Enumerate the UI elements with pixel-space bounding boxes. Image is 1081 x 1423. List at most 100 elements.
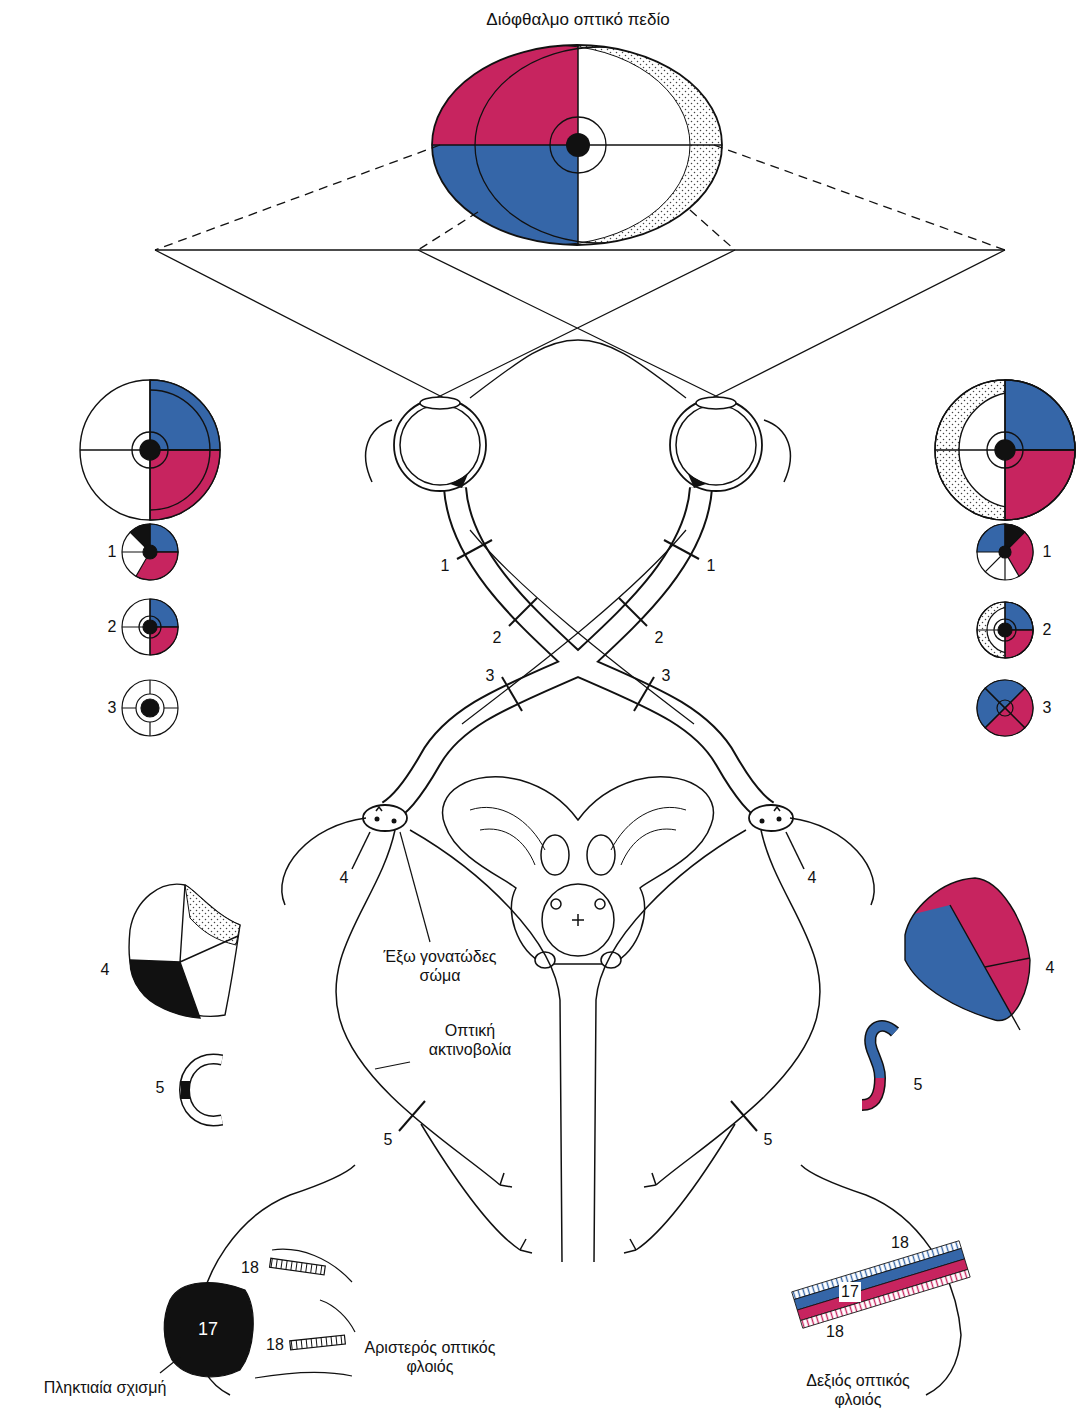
- field-defect-circle: [987, 432, 1023, 468]
- field-defect-circle: [935, 380, 1075, 520]
- callout-number: 18: [264, 1335, 286, 1354]
- callout-number: 5: [382, 1130, 395, 1149]
- optic-nerve-tube: [578, 488, 768, 812]
- binocular-field: [566, 133, 590, 157]
- callout-number: 4: [1044, 958, 1057, 977]
- region-label: Πληκτιαία σχισμή: [42, 1378, 169, 1397]
- lgn-defect-shape: [180, 885, 238, 962]
- field-defect-circle: [985, 688, 1025, 728]
- field-defect-circle: [935, 380, 1075, 520]
- field-defect-circle: [977, 680, 1033, 736]
- left-visual-cortex: [290, 1335, 346, 1350]
- midbrain-section: [542, 884, 614, 956]
- callout-number: 3: [660, 666, 673, 685]
- left-visual-cortex: [164, 1249, 355, 1378]
- callout-number: 18: [889, 1233, 911, 1252]
- callout-number: 5: [154, 1078, 167, 1097]
- field-defect-circle: [143, 545, 157, 559]
- field-defect-circle: [132, 432, 168, 468]
- binocular-field: [414, 40, 740, 255]
- binocular-field: [550, 117, 606, 173]
- callout-number: 1: [439, 556, 452, 575]
- crossing-fibers: [470, 530, 694, 724]
- callout-number: 5: [762, 1130, 775, 1149]
- region-label: Δεξιός οπτικός φλοιός: [791, 1371, 925, 1409]
- field-defect-circle: [80, 380, 220, 520]
- optic-nerve-tube: [388, 488, 578, 812]
- midbrain-section: [572, 914, 584, 926]
- callout-number: 2: [653, 628, 666, 647]
- lgn-defect-shape: [890, 870, 1040, 1030]
- projection-lines: [155, 250, 1005, 400]
- callout-number: 3: [484, 666, 497, 685]
- radiation-defect-arc: [181, 1081, 190, 1099]
- region-label: Έξω γονατώδες σώμα: [368, 947, 512, 985]
- field-defect-circle: [1005, 450, 1075, 520]
- field-defect-circle: [977, 602, 1033, 658]
- callout-number: 2: [106, 617, 119, 636]
- binocular-field: [432, 45, 722, 245]
- leader-line: [160, 1357, 180, 1373]
- field-defect-circle: [977, 602, 1033, 658]
- lgn-defect-shape: [185, 885, 240, 945]
- left-visual-cortex: [164, 1283, 253, 1377]
- field-defect-circle: [139, 616, 161, 638]
- field-defect-circle: [136, 552, 178, 580]
- callout-number: 1: [705, 556, 718, 575]
- field-defect-circle: [143, 620, 157, 634]
- field-defect-circle: [140, 440, 160, 460]
- right-visual-cortex: [792, 1241, 970, 1329]
- field-defect-circle: [122, 680, 178, 736]
- callout-number: 17: [839, 1282, 861, 1301]
- callout-number: 2: [491, 628, 504, 647]
- field-defect-circle: [998, 623, 1012, 637]
- field-defect-circle: [122, 680, 178, 736]
- field-defect-circle: [141, 699, 159, 717]
- midbrain-section: [470, 807, 686, 865]
- projection-lines: [470, 340, 686, 398]
- field-defect-circle: [80, 380, 220, 520]
- field-defect-circle: [935, 380, 1075, 520]
- radiation-defect-arc: [185, 1059, 223, 1121]
- leader-line: [375, 1062, 410, 1069]
- callout-number: 3: [1041, 698, 1054, 717]
- right-visual-cortex: [800, 1269, 970, 1328]
- lgn-defect-shape: [890, 870, 1040, 1030]
- field-defect-circle: [977, 524, 1033, 580]
- field-defect-circle: [977, 602, 1033, 658]
- callout-number: 18: [824, 1322, 846, 1341]
- field-defect-circle: [935, 380, 1075, 520]
- field-defect-circle: [122, 524, 178, 580]
- radiation-defect-arc: [185, 1059, 223, 1121]
- callout-number: 4: [806, 868, 819, 887]
- field-defect-circle: [997, 700, 1013, 716]
- midbrain-section: [443, 777, 714, 968]
- callout-number: 1: [106, 542, 119, 561]
- binocular-field: [414, 40, 740, 255]
- leader-line: [400, 832, 430, 942]
- projection-lines: [155, 145, 1005, 250]
- field-defect-circle: [977, 524, 1033, 736]
- radiation-defect-arc: [862, 1078, 880, 1105]
- midbrain-section: [443, 777, 714, 964]
- left-visual-cortex: [270, 1258, 326, 1275]
- field-defect-circle: [994, 619, 1016, 641]
- callout-number: 4: [338, 868, 351, 887]
- field-defect-circle: [995, 440, 1015, 460]
- radiation-defect-arc: [862, 1026, 895, 1105]
- lgn-defect-shape: [130, 960, 200, 1018]
- midbrain-section: [587, 835, 615, 875]
- field-defect-circle: [122, 599, 178, 655]
- crossing-fibers: [462, 530, 694, 724]
- right-visual-cortex: [797, 1259, 968, 1321]
- lgn-defect-shape: [950, 905, 1030, 1030]
- crossing-fibers: [462, 530, 686, 724]
- callout-number: 17: [196, 1319, 220, 1341]
- lgn-defect-shape: [905, 878, 1030, 1020]
- field-defect-circle: [136, 694, 164, 722]
- optic-nerve-tube: [388, 488, 768, 812]
- lgn-defect-shape: [129, 884, 240, 1018]
- callout-number: 1: [1041, 542, 1054, 561]
